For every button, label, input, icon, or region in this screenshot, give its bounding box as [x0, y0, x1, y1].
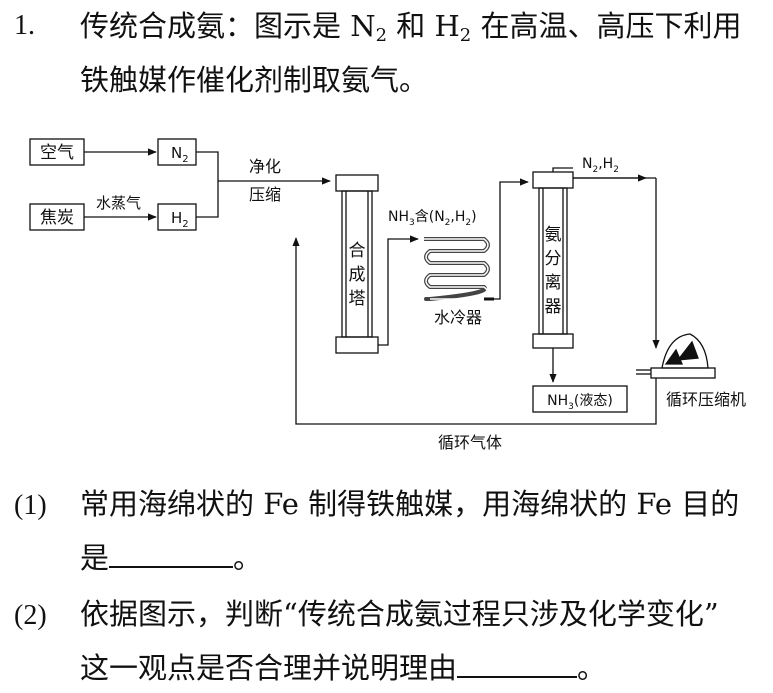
q-l1-post: 在高温、高压下利用: [471, 9, 742, 43]
separator-char-2: 分: [545, 249, 562, 269]
part-2-line-1: 依据图示，判断“传统合成氨过程只涉及化学变化”: [80, 597, 719, 631]
separator-bottom-cap: [532, 333, 574, 349]
nh3-liquid-label: NH3(液态): [547, 393, 613, 412]
q-l1-sub2: 2: [459, 25, 472, 46]
q-l1-mid: 和 H: [387, 9, 460, 43]
tower-char-2: 成: [349, 265, 366, 285]
separator-top-cap: [532, 171, 574, 189]
air-label: 空气: [40, 143, 74, 163]
ammonia-process-diagram: 空气 焦炭 N2 H2 水蒸气 净化 压缩 合 成 塔 NH3含(N2,H2) …: [29, 138, 746, 452]
part-2-prefix: 这一观点是否合理并说明理由: [80, 651, 458, 685]
part-1-suffix: 。: [233, 541, 263, 575]
steam-label: 水蒸气: [96, 194, 141, 212]
question-line-1: 传统合成氨：图示是 N2 和 H2 在高温、高压下利用: [80, 8, 741, 54]
question-line-2: 铁触媒作催化剂制取氨气。: [80, 63, 429, 97]
tower-char-3: 塔: [349, 289, 366, 309]
separator-char-1: 氨: [545, 225, 562, 245]
coke-label: 焦炭: [40, 208, 74, 228]
n2-label: N2: [171, 144, 189, 165]
tower-top-cap: [335, 174, 379, 192]
separator-char-4: 器: [545, 297, 562, 317]
separator-char-3: 离: [545, 273, 562, 293]
tower-bottom-cap: [335, 336, 379, 354]
n2h2-out-label: N2,H2: [582, 156, 619, 175]
tower-char-1: 合: [349, 241, 366, 261]
part-2-suffix: 。: [577, 651, 607, 685]
compress-label: 压缩: [249, 185, 281, 204]
water-cooler-label: 水冷器: [434, 308, 482, 327]
part-2-label: (2): [14, 600, 47, 631]
part-1-line-1: 常用海绵状的 Fe 制得铁触媒，用海绵状的 Fe 目的: [80, 487, 740, 521]
recycle-gas-label: 循环气体: [438, 433, 502, 452]
part-1-prefix: 是: [80, 541, 110, 575]
q-l1-sub1: 2: [375, 25, 388, 46]
purify-label: 净化: [249, 157, 281, 176]
part-1-answer-blank[interactable]: [109, 544, 234, 568]
nh3-liquid-box: [532, 385, 628, 413]
nh3-mix-label: NH3含(N2,H2): [388, 209, 477, 228]
part-2-line-2: 这一观点是否合理并说明理由 。: [80, 650, 606, 686]
part-2-answer-blank[interactable]: [457, 654, 578, 678]
part-1-line-2: 是。: [80, 540, 262, 576]
water-cooler-coil: [424, 237, 490, 301]
q-l1-pre: 传统合成氨：图示是 N: [80, 9, 376, 43]
question-number: 1.: [14, 10, 35, 41]
recycle-compressor-label: 循环压缩机: [666, 390, 746, 409]
part-1-label: (1): [14, 490, 47, 521]
compressor-base: [650, 367, 716, 379]
compressor-body: [661, 333, 709, 369]
h2-label: H2: [171, 209, 189, 230]
